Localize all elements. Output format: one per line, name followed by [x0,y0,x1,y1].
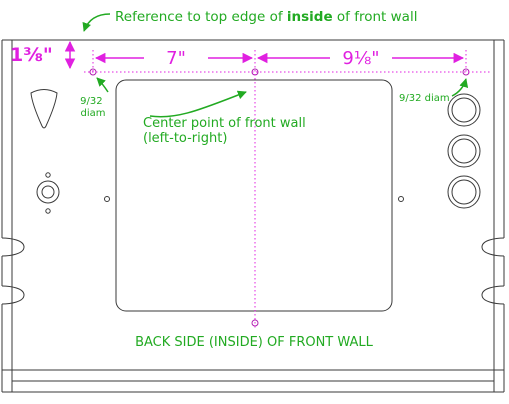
mount-hole-left [104,196,110,202]
mount-hole-right [398,196,404,202]
round-jack-icon [36,172,60,214]
round-jack-icon [447,93,481,209]
left-hole-size-label: 9/32 diam [80,96,106,119]
dimension-lines [64,40,465,70]
bottom-wall-label: BACK SIDE (INSIDE) OF FRONT WALL [135,335,374,350]
drill-holes [89,68,470,327]
right-hole-size-label: 9/32 diam [399,93,450,104]
display-cutout [115,79,393,312]
top-reference-note: Reference to top edge of inside of front… [115,9,417,25]
center-point-note: Center point of front wall (left-to-righ… [143,116,310,146]
reference-lines [84,50,490,330]
dimension-left-label: 7" [166,48,186,69]
triangle-cutout-icon [30,89,58,129]
panel-outline [1,39,505,393]
curved-arrow-icon [82,13,469,118]
dimension-vertical-label: 1⅜" [10,44,53,66]
dimension-right-label: 9⅛" [342,48,379,69]
